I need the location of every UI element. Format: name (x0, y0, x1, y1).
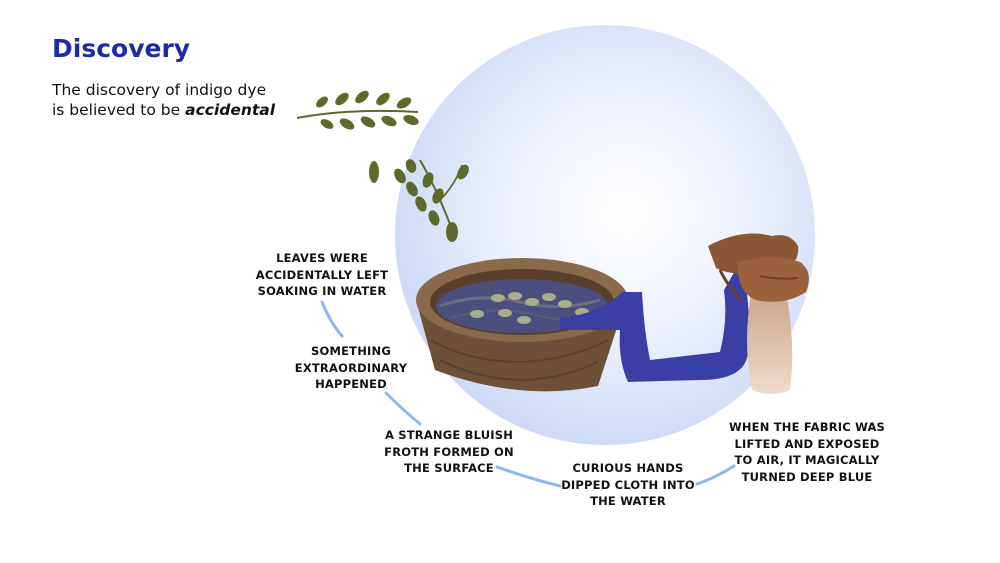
step-line: THE SURFACE (404, 461, 494, 475)
step-something-happened: SOMETHING EXTRAORDINARY HAPPENED (286, 343, 416, 393)
intro-emphasis: accidental (185, 101, 276, 119)
step-line: A STRANGE BLUISH (384, 428, 514, 442)
indigo-leaf-sprig-icon (369, 159, 469, 242)
step-line: WHEN THE FABRIC WAS (728, 420, 886, 434)
intro-text: The discovery of indigo dye is believed … (52, 80, 275, 120)
step-line: THE WATER (590, 494, 666, 508)
indigo-leaf-sprig-icon (296, 90, 419, 130)
page-title: Discovery (52, 34, 191, 63)
step-turned-blue: WHEN THE FABRIC WAS LIFTED AND EXPOSED T… (727, 419, 887, 485)
step-line: EXTRAORDINARY (294, 360, 408, 375)
step-line: TO AIR, IT MAGICALLY (734, 453, 880, 467)
step-line: SOMETHING (311, 344, 391, 358)
flow-connector (320, 300, 736, 488)
step-line: FROTH FORMED ON (384, 444, 514, 459)
dyed-cloth (560, 262, 749, 382)
intro-line-2: is believed to be accidental (52, 100, 275, 120)
step-line: ACCIDENTALLY LEFT (255, 267, 389, 282)
step-line: CURIOUS HANDS (572, 461, 684, 475)
step-line: SOAKING IN WATER (257, 284, 387, 298)
step-bluish-froth: A STRANGE BLUISH FROTH FORMED ON THE SUR… (381, 427, 517, 477)
step-line: TURNED DEEP BLUE (741, 469, 873, 484)
step-line: DIPPED CLOTH INTO (561, 477, 695, 492)
step-dipped-cloth: CURIOUS HANDS DIPPED CLOTH INTO THE WATE… (558, 460, 698, 510)
step-leaves-soaking: LEAVES WERE ACCIDENTALLY LEFT SOAKING IN… (252, 250, 392, 300)
hands-with-cloth-icon (708, 233, 809, 394)
step-line: LIFTED AND EXPOSED (734, 436, 880, 451)
step-line: HAPPENED (315, 377, 387, 391)
step-line: LEAVES WERE (276, 251, 368, 265)
intro-line-1: The discovery of indigo dye (52, 81, 267, 99)
intro-line-2-prefix: is believed to be (52, 101, 181, 119)
